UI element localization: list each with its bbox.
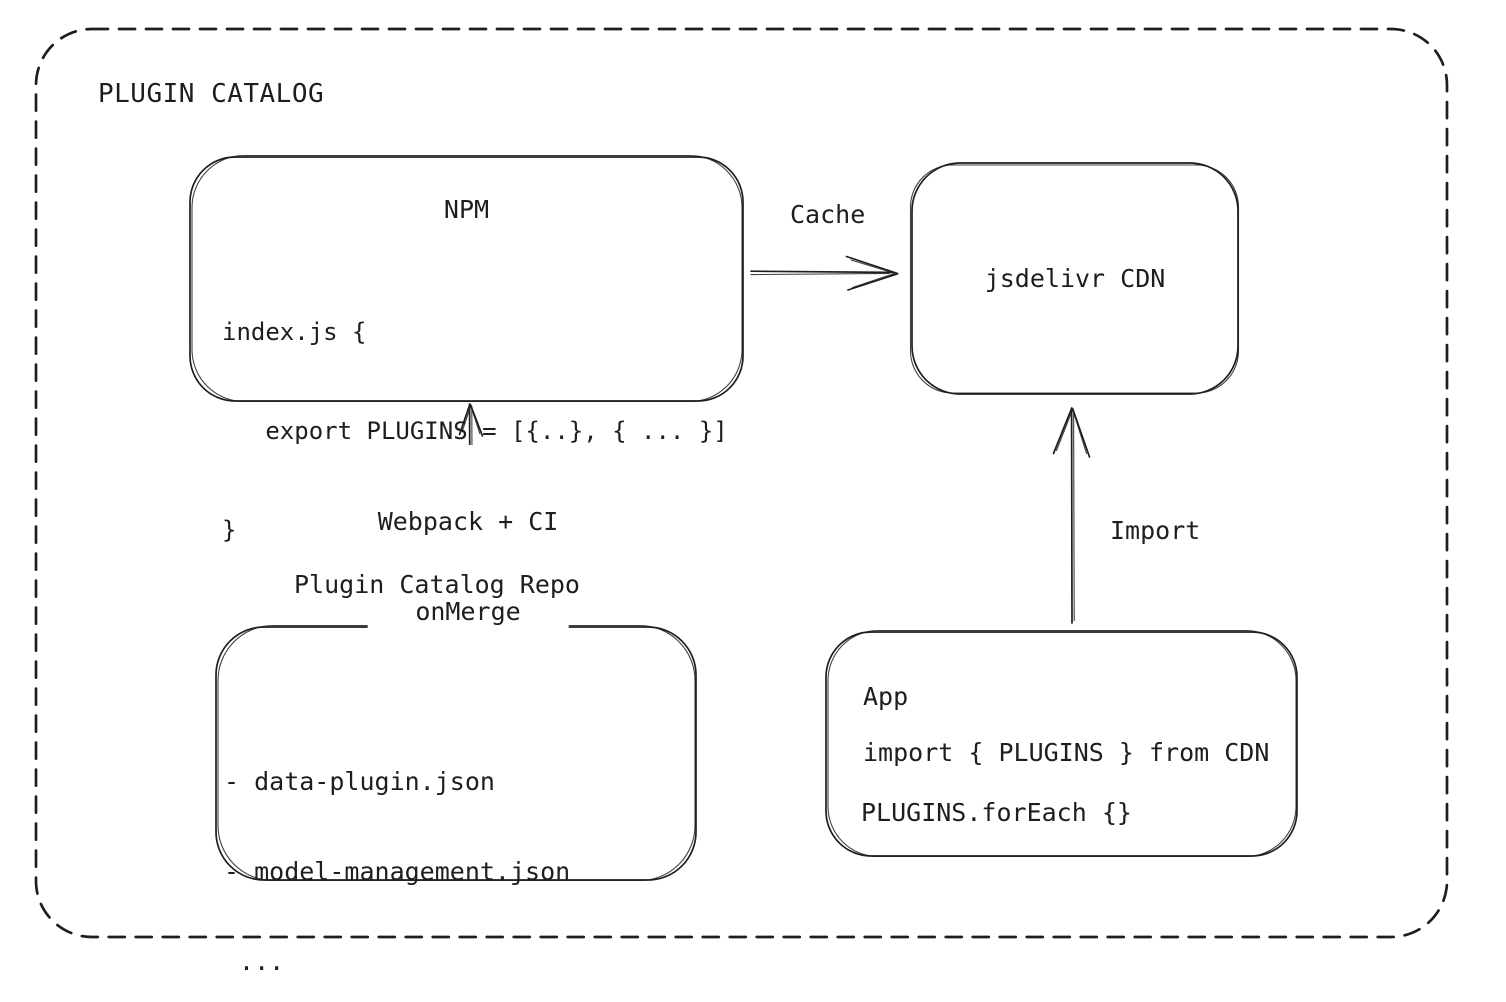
cdn-box-label: jsdelivr CDN: [984, 264, 1166, 293]
import-arrow-label: Import: [1110, 516, 1201, 545]
repo-file-item: - model-management.json: [224, 857, 571, 886]
repo-box-title: Plugin Catalog Repo: [294, 570, 580, 599]
cdn-box-shape: [909, 162, 1240, 395]
cache-arrow-label: Cache: [790, 200, 866, 229]
app-code-line: PLUGINS.forEach {}: [861, 798, 1132, 827]
repo-file-item: ...: [224, 947, 285, 976]
app-box-shape: [825, 629, 1298, 858]
cdn-box: jsdelivr CDN: [912, 163, 1238, 394]
repo-file-item: - data-plugin.json: [224, 767, 495, 796]
app-box-title: App: [863, 682, 909, 711]
npm-code-line: }: [222, 516, 237, 544]
import-arrow: [1052, 407, 1091, 624]
npm-code-block: index.js { export PLUGINS = [{..}, { ...…: [222, 250, 728, 613]
app-code-line: import { PLUGINS } from CDN: [863, 738, 1270, 767]
npm-box-title: NPM: [443, 195, 490, 224]
cache-arrow: [750, 255, 899, 291]
build-arrow-label: Webpack + CI onMerge: [367, 445, 569, 689]
catalog-title: PLUGIN CATALOG: [98, 79, 325, 109]
build-arrow-label-line: onMerge: [415, 597, 521, 626]
npm-code-line: export PLUGINS = [{..}, { ... }]: [222, 417, 728, 445]
catalog-dashed-border: [34, 27, 1449, 939]
npm-box-shape: [189, 154, 744, 403]
npm-code-line: index.js {: [222, 318, 367, 346]
repo-file-list: - data-plugin.json - model-management.js…: [224, 707, 570, 1002]
build-arrow-label-line: Webpack + CI: [377, 507, 559, 536]
